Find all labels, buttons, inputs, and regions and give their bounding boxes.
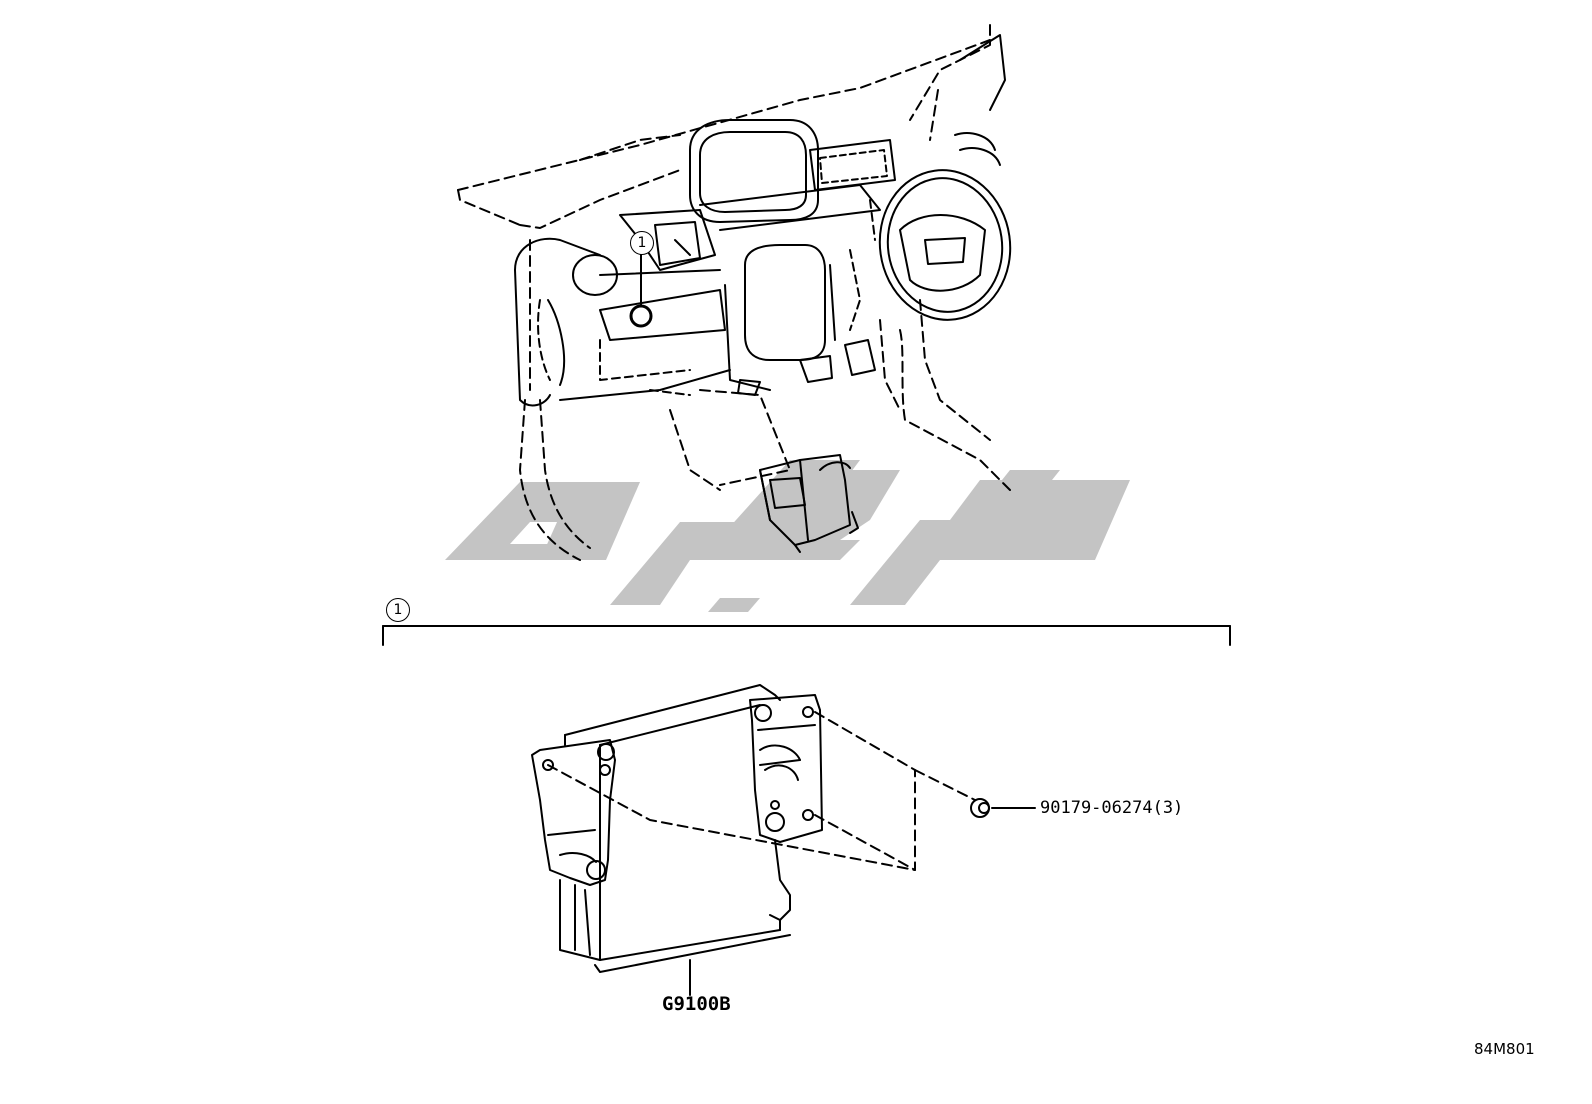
- bolt-part-number: 90179-06274(3): [1040, 798, 1184, 818]
- group-bracket: [382, 625, 1231, 646]
- diagram-code: 84M801: [1474, 1040, 1535, 1058]
- dashboard-illustration: [457, 24, 1012, 561]
- watermark-logo: [445, 460, 1130, 612]
- callout-number-group: 1: [386, 598, 410, 622]
- ecu-part-number: G9100B: [662, 993, 731, 1015]
- callout-number-top: 1: [630, 231, 654, 255]
- ecu-module-illustration: [531, 684, 1036, 996]
